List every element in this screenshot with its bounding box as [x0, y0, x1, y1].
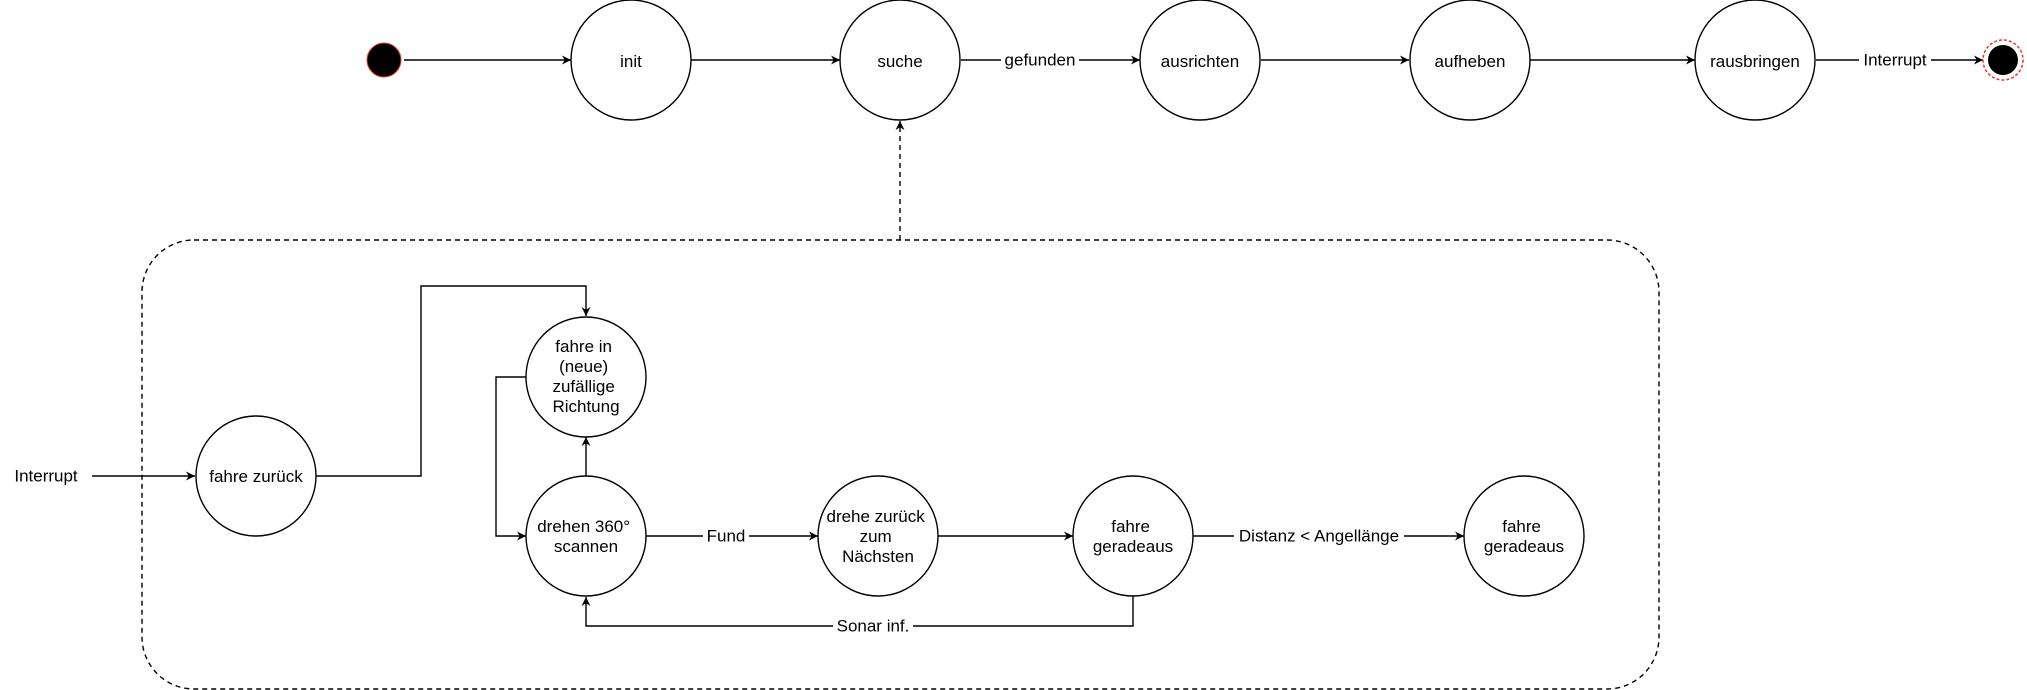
state-label: fahre zurück — [209, 467, 303, 486]
entry-label-interrupt: Interrupt — [14, 467, 78, 486]
state-label: suche — [877, 52, 922, 71]
state-rausbringen: rausbringen — [1694, 0, 1816, 121]
state-fahre-in-zufaellige-richtung: fahre in (neue) zufällige Richtung — [525, 316, 647, 438]
edge-label-interrupt-top: Interrupt — [1863, 51, 1927, 70]
edge-fahre-zurueck-fahre-in — [316, 285, 591, 477]
edge-label-sonar: Sonar inf. — [837, 617, 910, 636]
state-fahre-zurueck: fahre zurück — [195, 415, 317, 537]
edge-label-distanz: Distanz < Angellänge — [1239, 527, 1399, 546]
state-suche: suche — [839, 0, 961, 121]
state-fahre-geradeaus-2: fahre geradeaus — [1463, 475, 1585, 597]
state-label: drehe zurück zum Nächsten — [826, 507, 929, 566]
state-init: init — [570, 0, 692, 121]
state-label: aufheben — [1435, 52, 1506, 71]
end-node — [1982, 39, 2024, 81]
state-drehe-zurueck-zum-naechsten: drehe zurück zum Nächsten — [817, 475, 939, 597]
state-fahre-geradeaus-1: fahre geradeaus — [1072, 475, 1194, 597]
state-aufheben: aufheben — [1409, 0, 1531, 121]
state-label: fahre geradeaus — [1093, 517, 1173, 556]
state-label: rausbringen — [1710, 52, 1800, 71]
state-label: ausrichten — [1161, 52, 1239, 71]
state-label: init — [620, 52, 642, 71]
edge-fahre-in-drehen — [495, 376, 527, 541]
start-node — [366, 42, 402, 78]
edge-label-gefunden: gefunden — [1005, 51, 1076, 70]
state-label: drehen 360° scannen — [537, 517, 635, 556]
state-label: fahre in (neue) zufällige Richtung — [552, 337, 619, 416]
state-ausrichten: ausrichten — [1139, 0, 1261, 121]
state-label: fahre geradeaus — [1484, 517, 1564, 556]
edge-label-fund: Fund — [707, 527, 746, 546]
state-drehen-scannen: drehen 360° scannen — [525, 475, 647, 597]
